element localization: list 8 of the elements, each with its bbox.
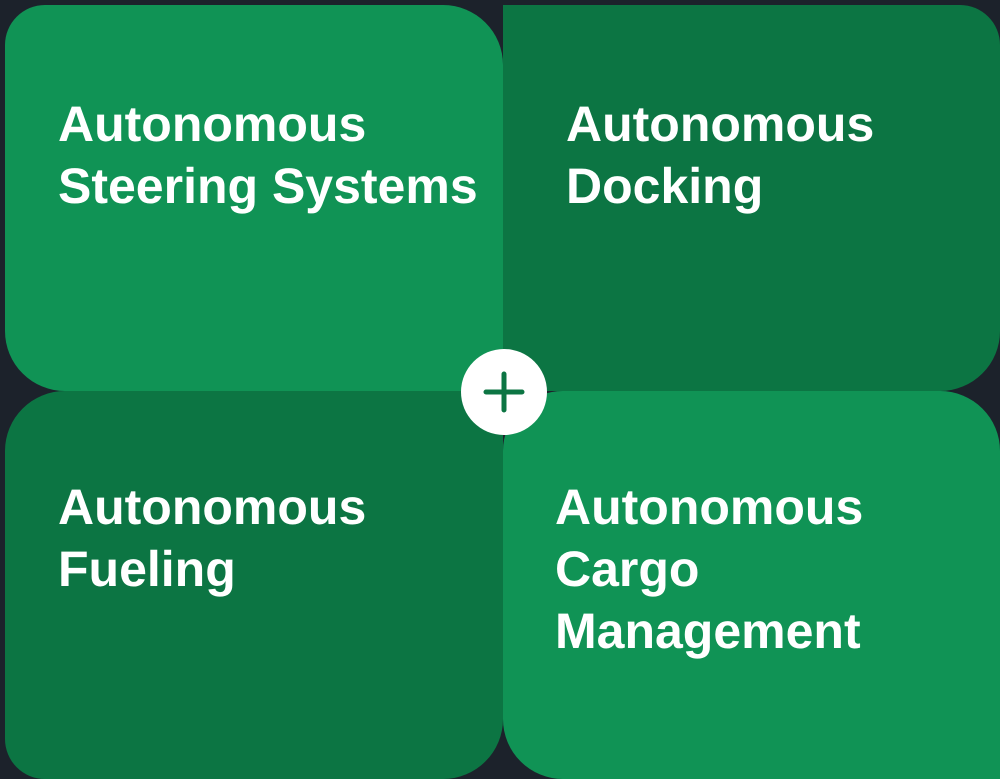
quadrant-panel bbox=[503, 391, 1000, 779]
quadrant-panel bbox=[5, 5, 503, 391]
panel-title: Autonomous Fueling bbox=[58, 478, 368, 599]
panel-title: Autonomous Steering Systems bbox=[58, 95, 478, 216]
quadrant-panel bbox=[503, 5, 1000, 391]
quadrant-panel bbox=[5, 391, 503, 779]
panel-title: Autonomous Docking bbox=[566, 95, 876, 216]
panel-title: Autonomous Cargo Management bbox=[555, 478, 864, 661]
